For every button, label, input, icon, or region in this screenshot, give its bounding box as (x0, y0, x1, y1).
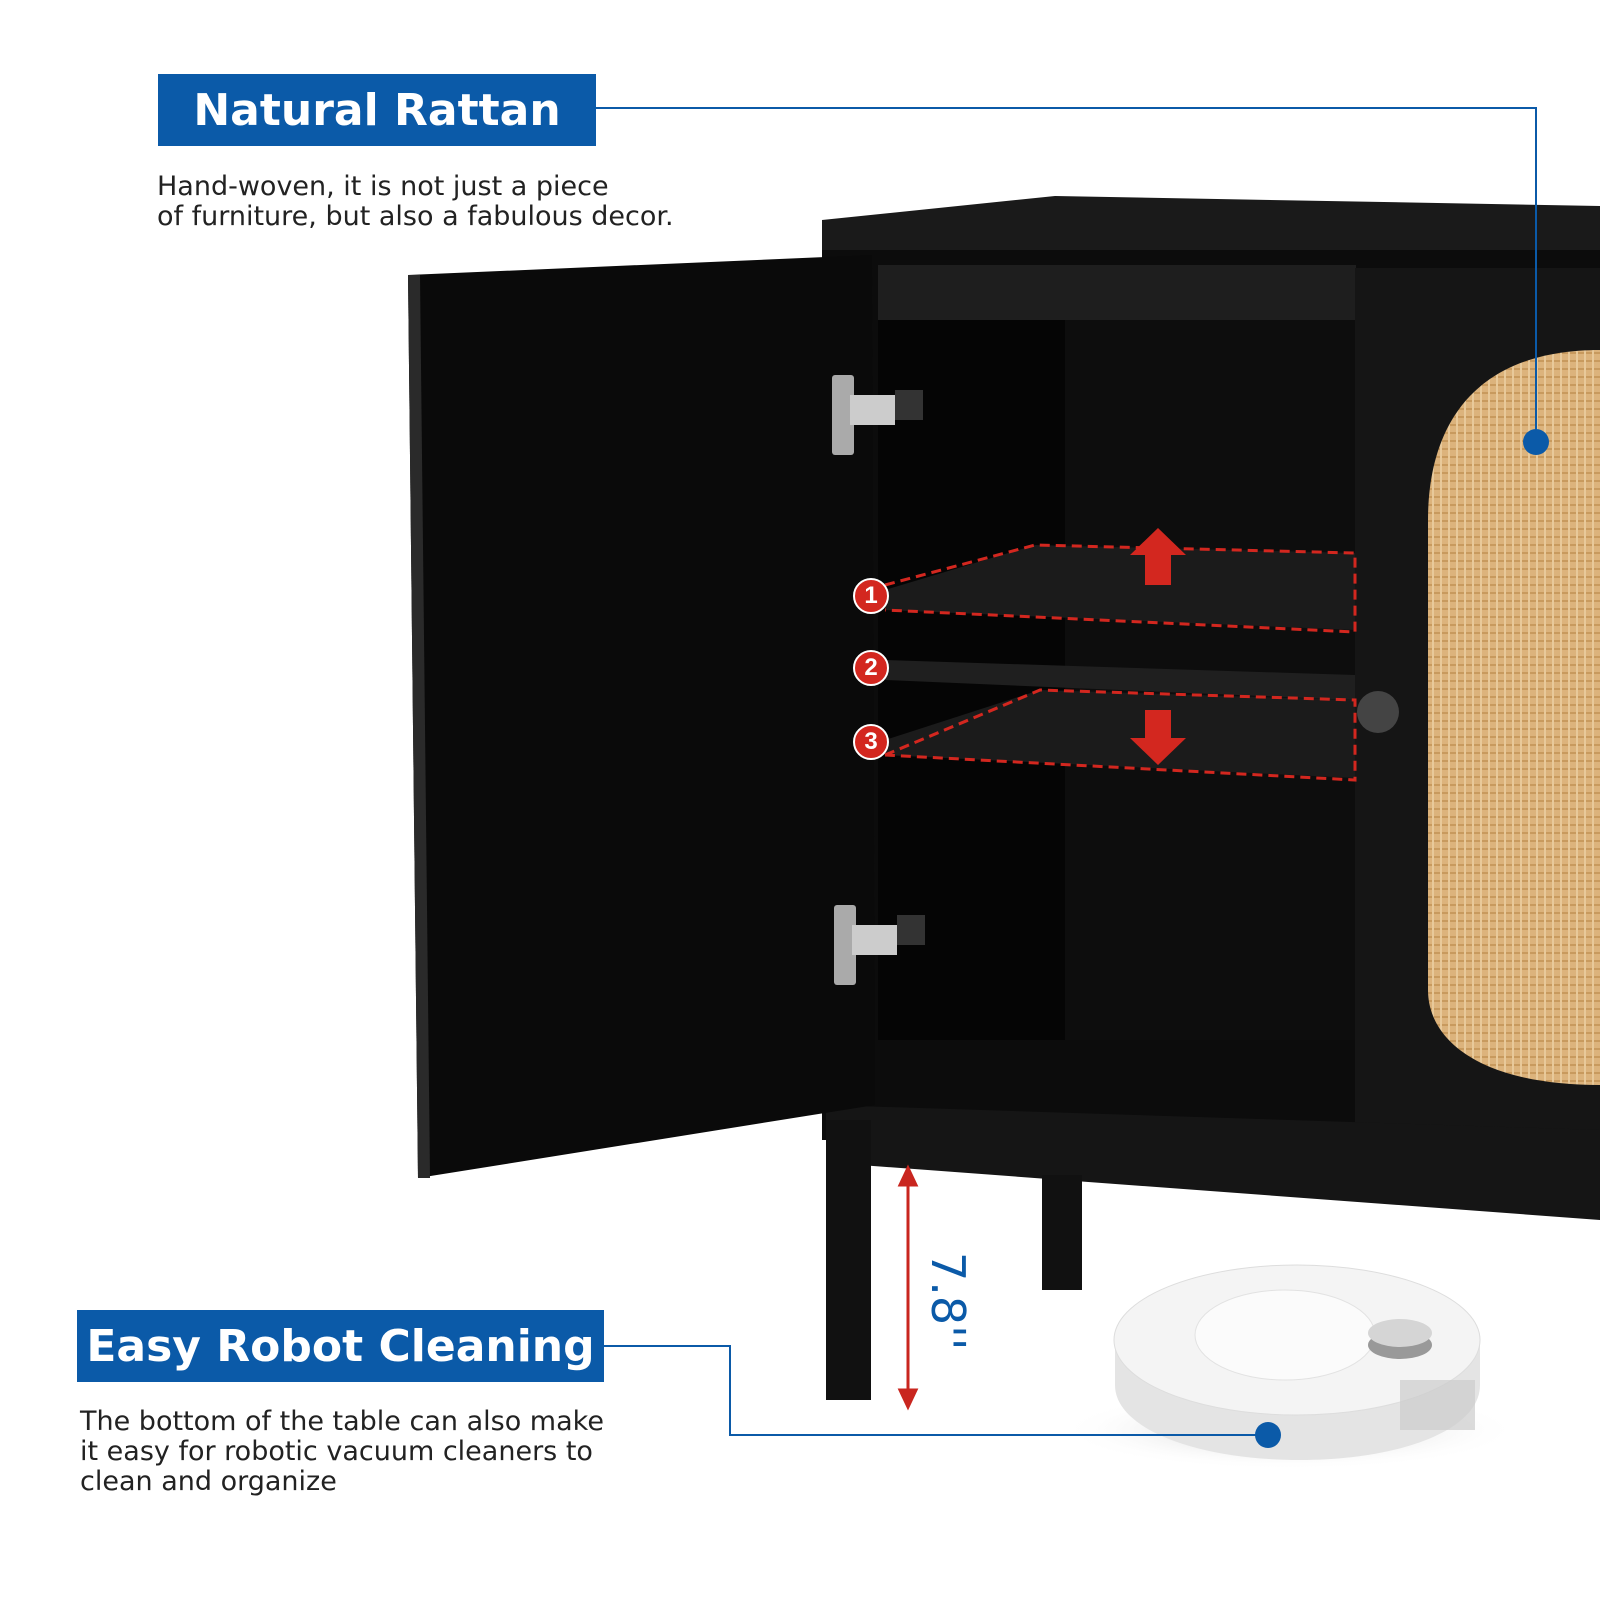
hinge-bottom (834, 905, 925, 985)
feature-title-rattan: Natural Rattan (158, 74, 596, 146)
shelf-3 (885, 690, 1355, 778)
shelf-position-2: 2 (853, 650, 889, 686)
leg-front (826, 1120, 871, 1400)
robot-vacuum (1113, 1264, 1481, 1460)
callout-line-rattan (596, 107, 1537, 440)
clearance-height-label: 7.8'' (921, 1252, 975, 1351)
bottom-rail (826, 1105, 1600, 1220)
shelf-position-1: 1 (853, 578, 889, 614)
arrow-down-icon (1130, 710, 1186, 765)
feature-title-robot: Easy Robot Cleaning (77, 1310, 604, 1382)
rattan-panel (1428, 350, 1600, 1085)
hinge-top (832, 375, 923, 455)
desc-line: clean and organize (80, 1466, 337, 1497)
callout-dot-rattan (1523, 429, 1549, 455)
desc-line: Hand-woven, it is not just a piece (157, 171, 609, 202)
leg-back (1042, 1175, 1082, 1290)
callout-dot-robot (1255, 1422, 1281, 1448)
callout-line-robot (604, 1345, 1265, 1436)
shelf-adjust-guides (884, 543, 1357, 782)
height-dimension-arrow (897, 1164, 919, 1411)
shelf-1 (885, 545, 1355, 630)
feature-desc-robot: The bottom of the table can also make it… (80, 1407, 604, 1497)
arrow-up-icon (1130, 528, 1186, 585)
shelf-2 (885, 660, 1355, 700)
door-knob (1357, 691, 1399, 733)
desc-line: of furniture, but also a fabulous decor. (157, 201, 674, 232)
desc-line: The bottom of the table can also make (80, 1406, 604, 1437)
desc-line: it easy for robotic vacuum cleaners to (80, 1436, 593, 1467)
left-door (408, 255, 875, 1178)
shelf-position-3: 3 (853, 724, 889, 760)
feature-desc-rattan: Hand-woven, it is not just a piece of fu… (157, 172, 674, 232)
